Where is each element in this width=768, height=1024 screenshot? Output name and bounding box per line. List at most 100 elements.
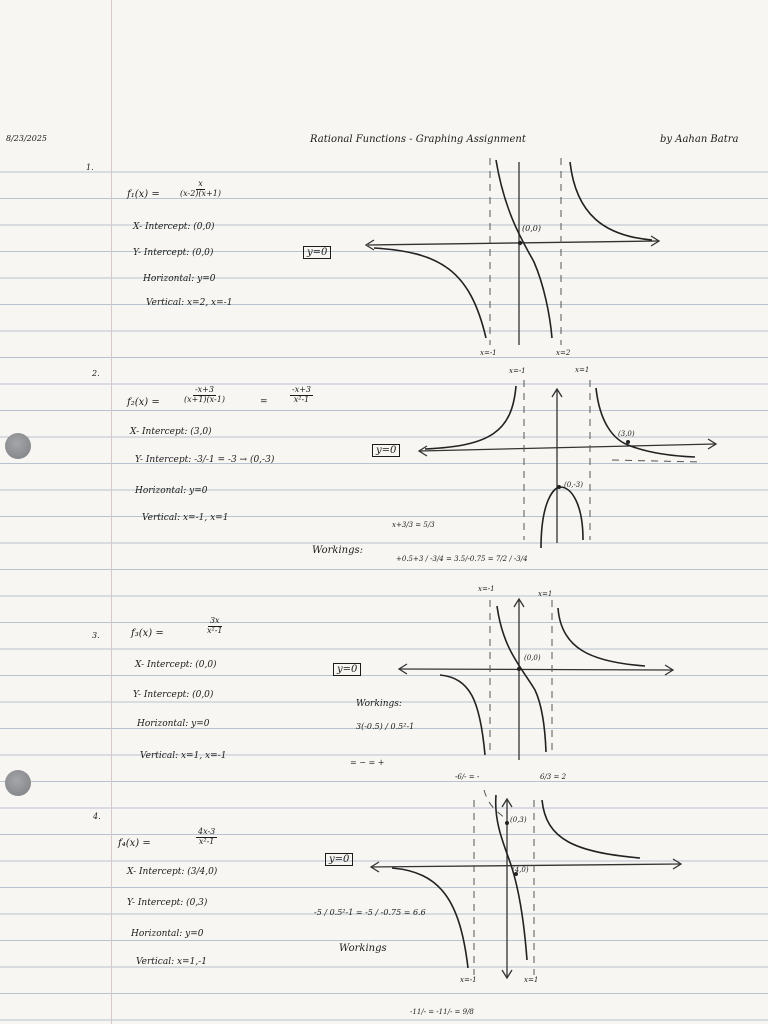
boxed-asymptote: y=0 xyxy=(372,444,401,457)
asymptote-label: x=2 xyxy=(556,349,571,357)
header-author: by Aahan Batra xyxy=(660,134,739,145)
function-fraction: 4x-3 x²-1 xyxy=(196,827,218,847)
arrow-up-icon xyxy=(513,597,525,608)
binder-hole-icon xyxy=(5,770,31,796)
bottom-note: -6/- = - xyxy=(455,773,480,781)
workings-label: Workings: xyxy=(356,699,402,709)
graph-2 xyxy=(417,380,718,549)
vertical-asymptote: Vertical: x=1,-1 xyxy=(136,957,207,967)
function-numerator: -x+3 xyxy=(192,385,216,396)
curve-branch xyxy=(495,159,553,339)
workings-line: +0.5+3 / -3/4 = 3.5/-0.75 = 7/2 / -3/4 xyxy=(396,555,528,563)
curve-branch xyxy=(373,247,487,339)
point-marker xyxy=(626,440,630,444)
arrow-right-icon xyxy=(664,664,675,676)
x-intercept: X- Intercept: (0,0) xyxy=(135,660,217,670)
workings-line: = − = + xyxy=(350,758,385,767)
curve-branch xyxy=(595,387,696,458)
graph-3 xyxy=(397,597,675,760)
graph-1 xyxy=(364,158,661,345)
arrow-left-icon xyxy=(364,239,375,251)
graph-4 xyxy=(369,789,683,980)
arrow-up-icon xyxy=(551,387,563,398)
problem-number: 2. xyxy=(92,369,100,378)
header-title: Rational Functions - Graphing Assignment xyxy=(310,134,526,145)
graph-point-label: (0,0) xyxy=(524,654,541,662)
arrow-right-icon xyxy=(650,235,661,247)
function-numerator: 3x xyxy=(207,616,222,627)
vertical-asymptote: Vertical: x=-1, x=1 xyxy=(142,513,229,523)
workings-line: 3(-0.5) / 0.5²-1 xyxy=(356,722,415,731)
equals-sign: = xyxy=(260,397,268,407)
boxed-asymptote: y=0 xyxy=(325,853,354,866)
function-denominator: (x+1)(x-1) xyxy=(184,394,225,404)
top-margin xyxy=(0,0,768,140)
arrow-left-icon xyxy=(397,663,408,675)
y-intercept: Y- Intercept: (0,0) xyxy=(133,248,214,258)
x-intercept: X- Intercept: (3,0) xyxy=(130,427,212,437)
asymptote-label: x=1 xyxy=(575,366,590,374)
simplified-numerator: -x+3 xyxy=(290,385,314,396)
horizontal-asymptote: Horizontal: y=0 xyxy=(143,274,216,284)
curve-branch xyxy=(494,794,528,961)
curve-branch xyxy=(424,385,517,450)
y-intercept: Y- Intercept: -3/-1 = -3 → (0,-3) xyxy=(135,455,275,465)
binder-hole-icon xyxy=(5,433,31,459)
workings-line: -5 / 0.5²-1 = -5 / -0.75 = 6.6 xyxy=(314,908,426,917)
bottom-note: 6/3 = 2 xyxy=(540,773,567,781)
point-marker xyxy=(514,872,518,876)
problem-number: 3. xyxy=(92,631,100,640)
curve-branch xyxy=(439,674,486,756)
graph-point-label: (0,-3) xyxy=(564,481,583,489)
problem-number: 1. xyxy=(86,163,94,172)
y-intercept: Y- Intercept: (0,3) xyxy=(127,898,208,908)
function-denominator: x²-1 xyxy=(198,836,215,846)
simplified-denominator: x²-1 xyxy=(293,394,310,404)
horizontal-asymptote: Horizontal: y=0 xyxy=(135,486,208,496)
function-name: f₄(x) = xyxy=(118,838,151,849)
dashed-guide xyxy=(483,789,507,821)
point-marker xyxy=(557,485,561,489)
graph-point-label: (3,0) xyxy=(618,430,635,438)
x-axis xyxy=(399,668,673,671)
problem-number: 4. xyxy=(93,812,101,821)
curve-branch xyxy=(557,607,646,667)
function-fraction: 3x x²-1 xyxy=(207,616,223,636)
x-intercept: X- Intercept: (3/4,0) xyxy=(127,867,218,877)
curve-branch xyxy=(541,799,641,859)
asymptote-label: x=-1 xyxy=(509,367,526,375)
graph-point-label: (0,3) xyxy=(510,816,527,824)
arrow-down-icon xyxy=(501,969,513,980)
curve-branch xyxy=(540,486,584,549)
asymptote-label: x=1 xyxy=(524,976,539,984)
workings-line: x+3/3 = 5/3 xyxy=(392,521,435,529)
function-fraction: x (x-2)(x+1) xyxy=(180,179,221,199)
x-axis xyxy=(371,863,681,868)
horizontal-asymptote: Horizontal: y=0 xyxy=(137,719,210,729)
x-intercept: X- Intercept: (0,0) xyxy=(133,222,215,232)
header-date: 8/23/2025 xyxy=(6,134,48,143)
graph-point-label: (4,0) xyxy=(512,866,529,874)
function-denominator: x²-1 xyxy=(207,625,223,635)
x-axis xyxy=(367,240,659,246)
asymptote-label: x=1 xyxy=(538,590,553,598)
simplified-fraction: -x+3 x²-1 xyxy=(290,385,314,405)
arrow-left-icon xyxy=(369,861,380,873)
x-axis xyxy=(419,443,716,452)
function-denominator: (x-2)(x+1) xyxy=(180,188,221,198)
curve-branch xyxy=(496,605,547,753)
function-name: f₃(x) = xyxy=(131,628,164,639)
function-fraction: -x+3 (x+1)(x-1) xyxy=(184,385,225,405)
y-intercept: Y- Intercept: (0,0) xyxy=(133,690,214,700)
arrow-right-icon xyxy=(707,438,718,450)
point-marker xyxy=(517,240,523,246)
vertical-asymptote: Vertical: x=2, x=-1 xyxy=(146,298,233,308)
margin-line xyxy=(111,0,112,1024)
arrow-up-icon xyxy=(501,797,513,808)
arrow-right-icon xyxy=(672,858,683,870)
vertical-asymptote: Vertical: x=1, x=-1 xyxy=(140,751,227,761)
function-numerator: x xyxy=(196,179,205,190)
function-name: f₂(x) = xyxy=(127,397,160,408)
